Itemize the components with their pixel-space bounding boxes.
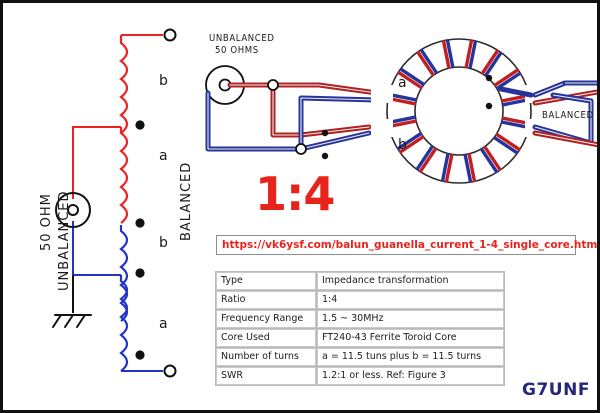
table-cell-value: a = 11.5 tuns plus b = 11.5 turns [317,348,504,366]
left-winding-label-b2: b [159,235,168,251]
table-row: Ratio 1:4 [216,291,504,309]
table-cell-key: Frequency Range [216,310,316,328]
left-port-label-ohm: 50 OHM [39,193,54,251]
table-cell-value: 1.5 ~ 30MHz [317,310,504,328]
left-winding-label-a1: a [159,148,168,164]
impedance-ratio-label: 1:4 [255,167,335,221]
table-row: SWR 1.2:1 or less. Ref: Figure 3 [216,367,504,385]
table-cell-key: SWR [216,367,316,385]
left-winding-label-a2: a [159,316,168,332]
table-row: Core Used FT240-43 Ferrite Toroid Core [216,329,504,347]
specification-table: Type Impedance transformation Ratio 1:4 … [215,271,505,386]
toroid-output-label-balanced: BALANCED [542,110,594,121]
toroid-input-label-line1: UNBALANCED [209,33,275,44]
toroid-windings [387,39,531,183]
left-winding-label-b1: b [159,73,168,89]
table-row: Type Impedance transformation [216,272,504,290]
table-cell-key: Ratio [216,291,316,309]
toroid-input-label-line2: 50 OHMS [215,45,259,56]
table-row: Number of turns a = 11.5 tuns plus b = 1… [216,348,504,366]
table-row: Frequency Range 1.5 ~ 30MHz [216,310,504,328]
source-url-text: https://vk6ysf.com/balun_guanella_curren… [222,239,598,251]
table-cell-value: 1.2:1 or less. Ref: Figure 3 [317,367,504,385]
table-cell-value: Impedance transformation [317,272,504,290]
source-url-box[interactable]: https://vk6ysf.com/balun_guanella_curren… [216,235,597,255]
left-port-label-unbalanced: UNBALANCED [57,190,72,291]
toroid-schematic-svg [205,38,597,184]
toroid-winding-label-b: b [398,137,407,153]
table-cell-value: FT240-43 Ferrite Toroid Core [317,329,504,347]
table-cell-value: 1:4 [317,291,504,309]
table-cell-key: Number of turns [216,348,316,366]
left-schematic-svg [52,28,177,378]
toroid-winding-label-a: a [398,75,407,91]
table-cell-key: Core Used [216,329,316,347]
table-cell-key: Type [216,272,316,290]
callsign-logo: G7UNF [522,380,590,400]
left-output-label-balanced: BALANCED [179,161,194,241]
